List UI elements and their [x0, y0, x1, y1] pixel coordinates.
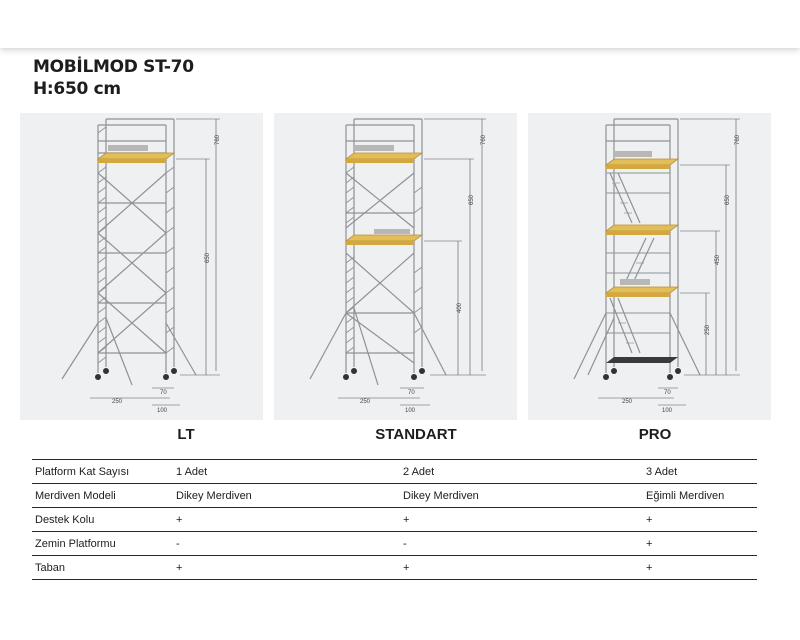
variant-label-lt: LT — [177, 426, 195, 443]
cell-standart: + — [400, 507, 643, 532]
page-title: MOBİLMOD ST-70 H:650 cm — [33, 56, 194, 100]
variant-label-standart: STANDART — [375, 426, 457, 443]
row-label: Zemin Platformu — [32, 531, 173, 556]
scaffold-illustration-standart: 760 650 400 250 70 100 — [274, 113, 517, 420]
dim-platform: 650 — [205, 252, 211, 263]
scaffold-illustration-lt: 760 650 250 70 100 — [20, 113, 263, 420]
dim-width: 250 — [112, 399, 123, 405]
dim-platform: 650 — [469, 194, 475, 205]
dim-width: 250 — [622, 399, 633, 405]
cell-standart: - — [400, 531, 643, 556]
cell-lt: + — [173, 507, 400, 532]
cell-lt: + — [173, 555, 400, 580]
product-name: MOBİLMOD ST-70 — [33, 57, 194, 77]
specification-table: Platform Kat Sayısı 1 Adet 2 Adet 3 Adet… — [32, 459, 757, 580]
scaffold-illustration-pro: 760 650 450 250 250 70 100 — [528, 113, 771, 420]
cell-standart: 2 Adet — [400, 459, 643, 484]
dim-total: 760 — [481, 134, 487, 145]
dim-70: 70 — [664, 390, 671, 396]
dim-total: 760 — [215, 134, 221, 145]
scaffold-standart-drawing: 760 650 400 250 70 100 — [309, 118, 487, 414]
table-row: Platform Kat Sayısı 1 Adet 2 Adet 3 Adet — [32, 459, 757, 484]
table-row: Destek Kolu + + + — [32, 507, 757, 532]
cell-pro: + — [643, 507, 757, 532]
cell-lt: 1 Adet — [173, 459, 400, 484]
dim-mid1: 450 — [715, 254, 721, 265]
dim-100: 100 — [662, 408, 673, 414]
dim-mid1: 400 — [457, 302, 463, 313]
scaffold-pro-drawing: 760 650 450 250 250 70 100 — [573, 118, 741, 414]
cell-pro: + — [643, 531, 757, 556]
table-row: Merdiven Modeli Dikey Merdiven Dikey Mer… — [32, 483, 757, 508]
cell-pro: 3 Adet — [643, 459, 757, 484]
cell-standart: Dikey Merdiven — [400, 483, 643, 508]
row-label: Destek Kolu — [32, 507, 173, 532]
table-row: Taban + + + — [32, 555, 757, 580]
dim-platform: 650 — [725, 194, 731, 205]
dim-100: 100 — [157, 408, 168, 414]
cell-pro: Eğimli Merdiven — [643, 483, 757, 508]
row-label: Taban — [32, 555, 173, 580]
top-bar — [0, 0, 800, 48]
cell-lt: Dikey Merdiven — [173, 483, 400, 508]
product-height: H:650 cm — [33, 79, 121, 99]
row-label: Platform Kat Sayısı — [32, 459, 173, 484]
dim-70: 70 — [408, 390, 415, 396]
dim-70: 70 — [160, 390, 167, 396]
cell-standart: + — [400, 555, 643, 580]
variant-label-pro: PRO — [638, 426, 672, 443]
dim-mid2: 250 — [705, 324, 711, 335]
cell-lt: - — [173, 531, 400, 556]
dim-100: 100 — [405, 408, 416, 414]
table-row: Zemin Platformu - - + — [32, 531, 757, 556]
dim-total: 760 — [735, 134, 741, 145]
cell-pro: + — [643, 555, 757, 580]
row-label: Merdiven Modeli — [32, 483, 173, 508]
scaffold-lt-drawing: 760 650 250 70 100 — [61, 118, 221, 414]
dim-width: 250 — [360, 399, 371, 405]
